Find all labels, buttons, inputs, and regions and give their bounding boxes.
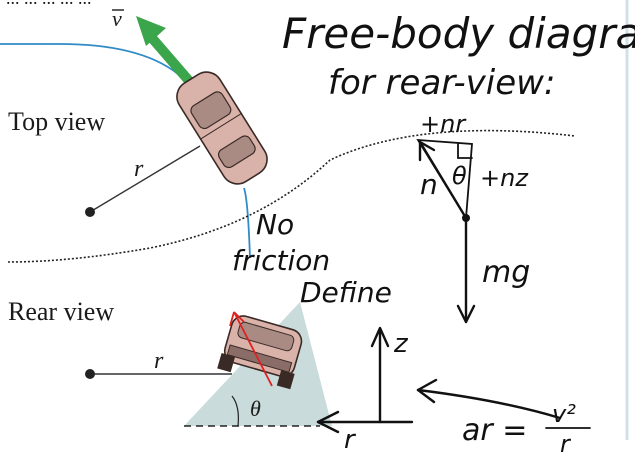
accel-denominator: r	[560, 430, 572, 456]
r-axis-label: r	[344, 425, 357, 455]
rear-view-label: Rear view	[8, 297, 114, 326]
top-view-car	[176, 71, 268, 185]
divider-curve	[7, 129, 576, 263]
accel-lhs: ar =	[462, 413, 527, 448]
top-radius-label: r	[134, 156, 144, 182]
fbd-weight-arrowhead	[456, 304, 476, 324]
fbd-angle-label: θ	[452, 162, 467, 190]
rear-radius-label: r	[154, 348, 164, 374]
angle-arc	[231, 395, 239, 427]
accel-arrowhead	[416, 378, 438, 404]
red-normal-arrow	[233, 311, 273, 387]
fbd-weight-label: mg	[482, 255, 530, 290]
red-normal-arrowhead	[229, 311, 245, 327]
accel-arrow	[416, 388, 562, 420]
z-axis-arrowhead	[370, 326, 390, 348]
accel-numerator: v²	[552, 400, 576, 428]
z-axis-label: z	[393, 329, 409, 359]
fbd-normal-arrow	[418, 140, 468, 220]
fbd-body-dot	[462, 214, 470, 222]
track-curve	[0, 43, 179, 75]
annotation-subtitle: for rear-view:	[328, 63, 555, 103]
angle-label: θ	[250, 396, 261, 421]
top-center-dot	[85, 207, 95, 217]
rear-center-dot	[85, 369, 95, 379]
no-friction-line1: No	[256, 208, 294, 241]
fbd-normal-vertical-label: +nr	[420, 110, 467, 138]
no-friction-line2: friction	[232, 244, 330, 277]
annotation-title: Free-body diagram	[282, 9, 635, 58]
define-label: Define	[300, 276, 392, 309]
fbd-normal-arrowhead	[418, 140, 436, 162]
top-view-label: Top view	[8, 107, 105, 136]
fbd-right-angle	[457, 143, 473, 159]
header-fragment: ... ... ... ... ...	[6, 0, 92, 8]
velocity-arrow-head	[136, 16, 166, 46]
fbd-normal-label: n	[420, 168, 438, 201]
velocity-label: v	[112, 6, 122, 31]
fbd-normal-horizontal-label: +nz	[480, 164, 529, 192]
top-radius-line	[89, 145, 201, 213]
track-exit	[243, 187, 251, 259]
r-axis-arrowhead	[316, 410, 340, 434]
velocity-arrow-shaft	[148, 34, 194, 86]
